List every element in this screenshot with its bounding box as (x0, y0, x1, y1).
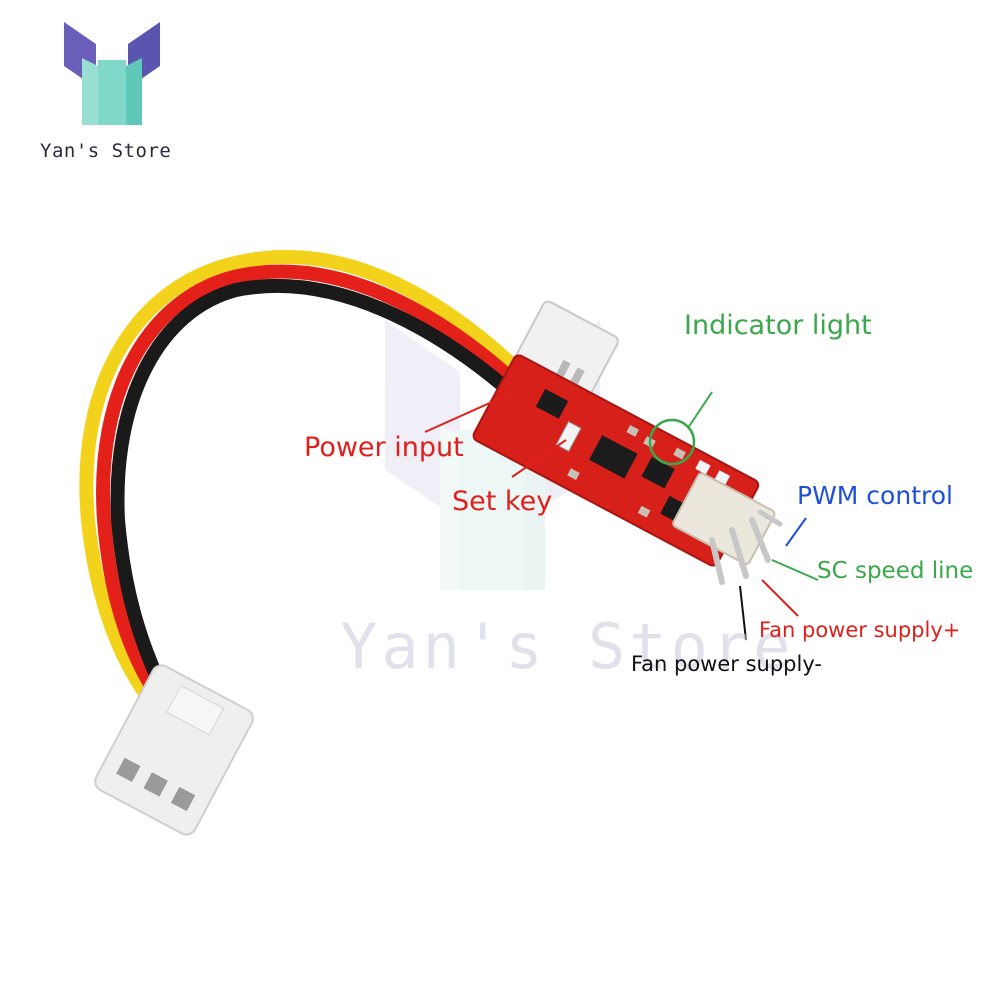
label-pwm-control: PWM control (797, 481, 953, 510)
fan-input-connector (94, 664, 254, 836)
fan-cable (79, 249, 547, 707)
label-fan-power-plus: Fan power supply+ (759, 618, 961, 642)
label-indicator-light: Indicator light (684, 310, 872, 341)
store-logo-text: Yan's Store (40, 140, 172, 162)
label-fan-power-minus: Fan power supply- (631, 652, 822, 676)
label-speed-line: SC speed line (817, 558, 974, 584)
pcb-output-header (672, 472, 783, 585)
label-set-key: Set key (452, 486, 553, 517)
leader-lines (424, 391, 819, 641)
label-power-input: Power input (304, 432, 464, 463)
watermark-text: Yan's Store (340, 610, 795, 683)
indicator-highlight-circle (648, 418, 696, 466)
store-logo (64, 22, 160, 125)
